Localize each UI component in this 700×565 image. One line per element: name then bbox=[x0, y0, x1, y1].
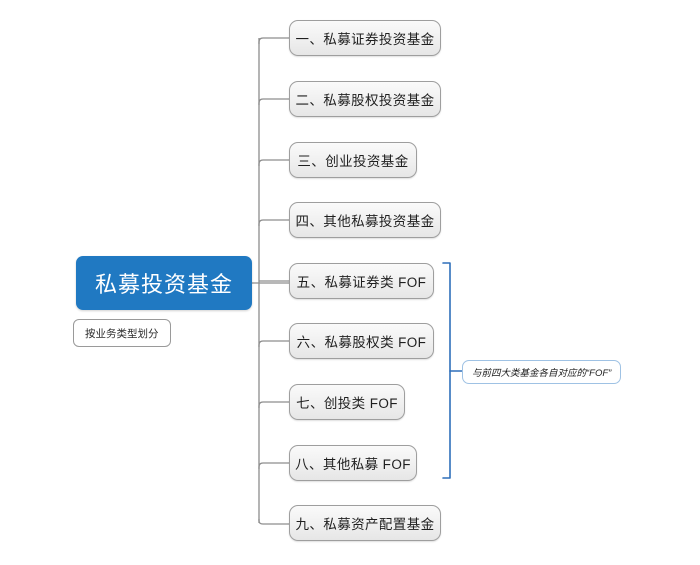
group-annotation[interactable]: 与前四大类基金各自对应的“FOF” bbox=[462, 360, 622, 384]
branch-edge-3 bbox=[258, 159, 289, 166]
branch-node-3-label: 三、创业投资基金 bbox=[297, 154, 409, 169]
branch-edge-2 bbox=[258, 98, 289, 105]
root-node-label: 私募投资基金 bbox=[94, 272, 233, 297]
branch-node-4[interactable]: 四、其他私募投资基金 bbox=[289, 202, 441, 238]
group-bracket bbox=[442, 262, 451, 479]
branch-node-5[interactable]: 五、私募证券类 FOF bbox=[289, 263, 434, 299]
branch-node-8-label: 八、其他私募 FOF bbox=[295, 457, 411, 472]
branch-node-7[interactable]: 七、创投类 FOF bbox=[289, 384, 405, 420]
branch-node-7-label: 七、创投类 FOF bbox=[296, 396, 398, 411]
group-annotation-label: 与前四大类基金各自对应的“FOF” bbox=[472, 368, 612, 379]
subtitle-chip[interactable]: 按业务类型划分 bbox=[73, 319, 171, 347]
branch-node-2-label: 二、私募股权投资基金 bbox=[295, 93, 435, 108]
branch-edge-6 bbox=[258, 340, 289, 347]
branch-node-8[interactable]: 八、其他私募 FOF bbox=[289, 445, 417, 481]
branch-node-1-label: 一、私募证券投资基金 bbox=[295, 32, 435, 47]
branch-edge-8 bbox=[258, 462, 289, 469]
branch-node-6-label: 六、私募股权类 FOF bbox=[296, 335, 427, 350]
branch-node-2[interactable]: 二、私募股权投资基金 bbox=[289, 81, 441, 117]
branch-edge-9 bbox=[258, 519, 289, 525]
branch-edge-7 bbox=[258, 401, 289, 408]
subtitle-chip-label: 按业务类型划分 bbox=[85, 327, 159, 340]
branch-node-6[interactable]: 六、私募股权类 FOF bbox=[289, 323, 434, 359]
branch-edge-1 bbox=[258, 37, 289, 44]
branch-node-9-label: 九、私募资产配置基金 bbox=[295, 517, 435, 532]
branch-node-1[interactable]: 一、私募证券投资基金 bbox=[289, 20, 441, 56]
branch-node-9[interactable]: 九、私募资产配置基金 bbox=[289, 505, 441, 541]
root-node[interactable]: 私募投资基金 bbox=[76, 256, 252, 310]
branch-edge-4 bbox=[258, 219, 289, 226]
branch-node-3[interactable]: 三、创业投资基金 bbox=[289, 142, 417, 178]
branch-node-4-label: 四、其他私募投资基金 bbox=[295, 214, 435, 229]
branch-node-5-label: 五、私募证券类 FOF bbox=[296, 275, 427, 290]
